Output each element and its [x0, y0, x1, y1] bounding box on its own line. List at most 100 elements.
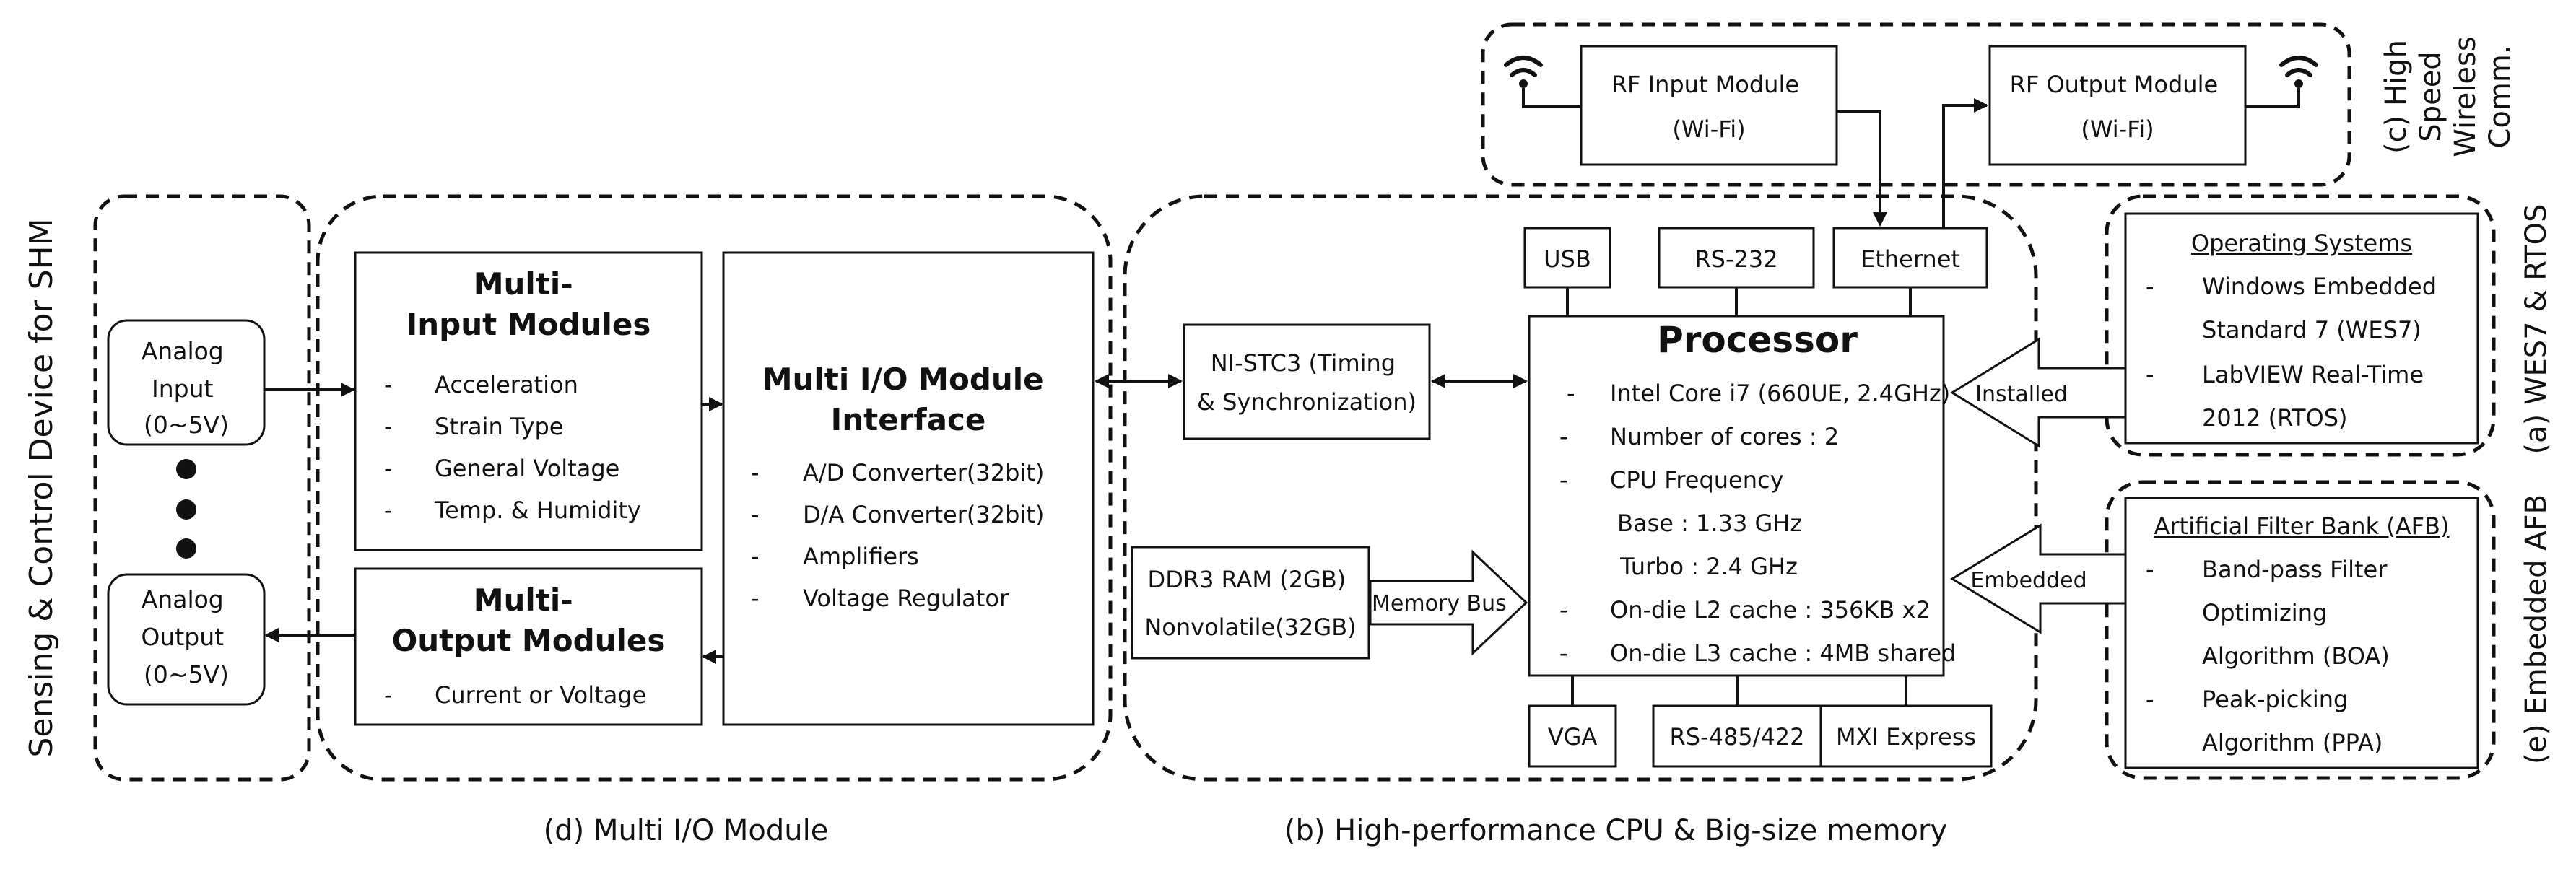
mxi-express-port-label: MXI Express	[1836, 723, 1976, 751]
os-group	[2105, 194, 2496, 457]
multi-output-title: Multi- Output Modules	[392, 582, 666, 658]
processor-spec: CPU Frequency	[1610, 466, 1784, 494]
afb-list: - Band-pass Filter Optimizing Algorithm …	[2146, 556, 2395, 756]
processor-spec: Number of cores : 2	[1610, 423, 1839, 450]
multi-output-modules-box	[354, 567, 703, 726]
memory-bus-label: Memory Bus	[1372, 591, 1507, 616]
svg-text:-: -	[751, 459, 760, 486]
caption-c-line: (c) High	[2380, 40, 2413, 154]
afb-box	[2124, 497, 2479, 769]
svg-text:-: -	[1559, 466, 1568, 494]
multi-io-group	[316, 194, 1113, 782]
continuation-dot	[176, 459, 196, 479]
vga-port-label: VGA	[1548, 723, 1598, 751]
svg-text:-: -	[1559, 596, 1568, 624]
multi-input-item: General Voltage	[435, 455, 619, 482]
processor-specs: - Intel Core i7 (660UE, 2.4GHz) - Number o…	[1559, 380, 1956, 667]
svg-text:-: -	[2146, 686, 2154, 713]
wifi-icon	[1504, 56, 1543, 88]
caption-c-line: Comm.	[2484, 45, 2517, 148]
wifi-icon	[2279, 56, 2318, 88]
processor-spec: Intel Core i7 (660UE, 2.4GHz)	[1610, 380, 1950, 407]
processor-title: Processor	[1657, 319, 1858, 361]
multi-input-item: Temp. & Humidity	[434, 497, 641, 524]
multi-output-item: Current or Voltage	[435, 681, 646, 709]
continuation-dot	[176, 538, 196, 559]
usb-port-label: USB	[1544, 245, 1591, 273]
operating-systems-title: Operating Systems	[2191, 230, 2412, 257]
svg-text:-: -	[2146, 273, 2154, 300]
analog-output-label: Analog Output (0~5V)	[141, 585, 231, 689]
ethernet-port-label: Ethernet	[1861, 245, 1960, 273]
multi-io-interface-title: Multi I/O Module Interface	[762, 362, 1055, 437]
os-list: - Windows Embedded Standard 7 (WES7) - L…	[2146, 273, 2437, 432]
wifi-out-connector	[2245, 88, 2300, 108]
memory-bus-arrow	[1369, 549, 1528, 656]
processor-spec: On-die L2 cache : 356KB x2	[1610, 596, 1931, 624]
interface-item: D/A Converter(32bit)	[803, 501, 1044, 528]
analog-input-label: Analog Input (0~5V)	[142, 337, 232, 439]
svg-text:-: -	[384, 413, 393, 440]
wifi-in-connector	[1522, 88, 1581, 108]
multi-input-title: Multi- Input Modules	[406, 266, 651, 342]
interface-item: Voltage Regulator	[803, 585, 1009, 612]
caption-c-line: Wireless	[2449, 36, 2482, 157]
rf-output-module-label: RF Output Module (Wi-Fi)	[2010, 71, 2226, 143]
continuation-dot	[176, 499, 196, 520]
rs485-port-box	[1652, 704, 1822, 768]
caption-a: (a) WES7 & RTOS	[2520, 204, 2553, 455]
caption-d: (d) Multi I/O Module	[544, 814, 829, 847]
rs232-port-label: RS-232	[1694, 245, 1777, 273]
vga-port-box	[1528, 704, 1617, 768]
ni-stc3-box	[1183, 323, 1431, 440]
svg-text:-: -	[1567, 380, 1575, 407]
processor-spec: On-die L3 cache : 4MB shared	[1610, 639, 1956, 667]
analog-input-box	[107, 319, 266, 446]
multi-output-bullet: -	[384, 681, 393, 709]
caption-b: (b) High-performance CPU & Big-size memo…	[1284, 814, 1947, 847]
svg-text:-: -	[384, 455, 393, 482]
memory-box	[1131, 546, 1370, 660]
multi-input-item: Acceleration	[435, 371, 578, 398]
embedded-label: Embedded	[1970, 568, 2087, 593]
svg-text:-: -	[384, 497, 393, 524]
ethernet-port-box	[1832, 227, 1988, 289]
embedded-arrow	[1950, 523, 2127, 634]
rf-input-module-label: RF Input Module (Wi-Fi)	[1611, 71, 1806, 143]
multi-input-modules-box	[354, 251, 703, 551]
rf-input-to-ethernet-arrow	[1837, 110, 1887, 227]
caption-c-group: (c) High Speed Wireless Comm.	[2380, 36, 2517, 157]
operating-systems-box	[2124, 212, 2479, 445]
multi-io-interface-list: - A/D Converter(32bit) - D/A Converter(32b…	[751, 459, 1044, 612]
multi-input-list: -Acceleration -Strain Type -General Volt…	[384, 371, 641, 524]
svg-text:-: -	[384, 371, 393, 398]
caption-e: (e) Embedded AFB	[2520, 494, 2553, 764]
svg-text:-: -	[751, 543, 760, 570]
cpu-memory-group	[1123, 194, 2038, 782]
svg-text:-: -	[2146, 361, 2154, 388]
rs232-port-box	[1658, 227, 1815, 289]
processor-box	[1528, 315, 1945, 677]
afb-group	[2105, 480, 2496, 780]
installed-label: Installed	[1975, 382, 2068, 407]
processor-spec: Turbo : 2.4 GHz	[1619, 553, 1798, 580]
rs485-port-label: RS-485/422	[1669, 723, 1804, 751]
caption-c-line: Speed	[2414, 51, 2447, 141]
mxi-express-port-box	[1819, 704, 1993, 768]
svg-text:-: -	[751, 501, 760, 528]
interface-item: A/D Converter(32bit)	[803, 459, 1044, 486]
multi-io-interface-box	[722, 251, 1095, 726]
rf-input-module-box	[1580, 45, 1838, 166]
sensing-device-title: Sensing & Control Device for SHM	[23, 218, 60, 757]
svg-text:-: -	[751, 585, 760, 612]
memory-label: DDR3 RAM (2GB) Nonvolatile(32GB)	[1144, 566, 1356, 641]
afb-item: Band-pass Filter Optimizing Algorithm (B…	[2202, 556, 2395, 670]
rf-output-module-box	[1988, 45, 2247, 166]
afb-title: Artificial Filter Bank (AFB)	[2154, 512, 2450, 540]
installed-arrow	[1950, 337, 2127, 448]
svg-text:-: -	[1559, 639, 1568, 667]
wireless-group	[1481, 22, 2351, 187]
afb-item: Peak-picking Algorithm (PPA)	[2202, 686, 2383, 756]
ni-stc3-label: NI-STC3 (Timing & Synchronization)	[1197, 349, 1417, 416]
